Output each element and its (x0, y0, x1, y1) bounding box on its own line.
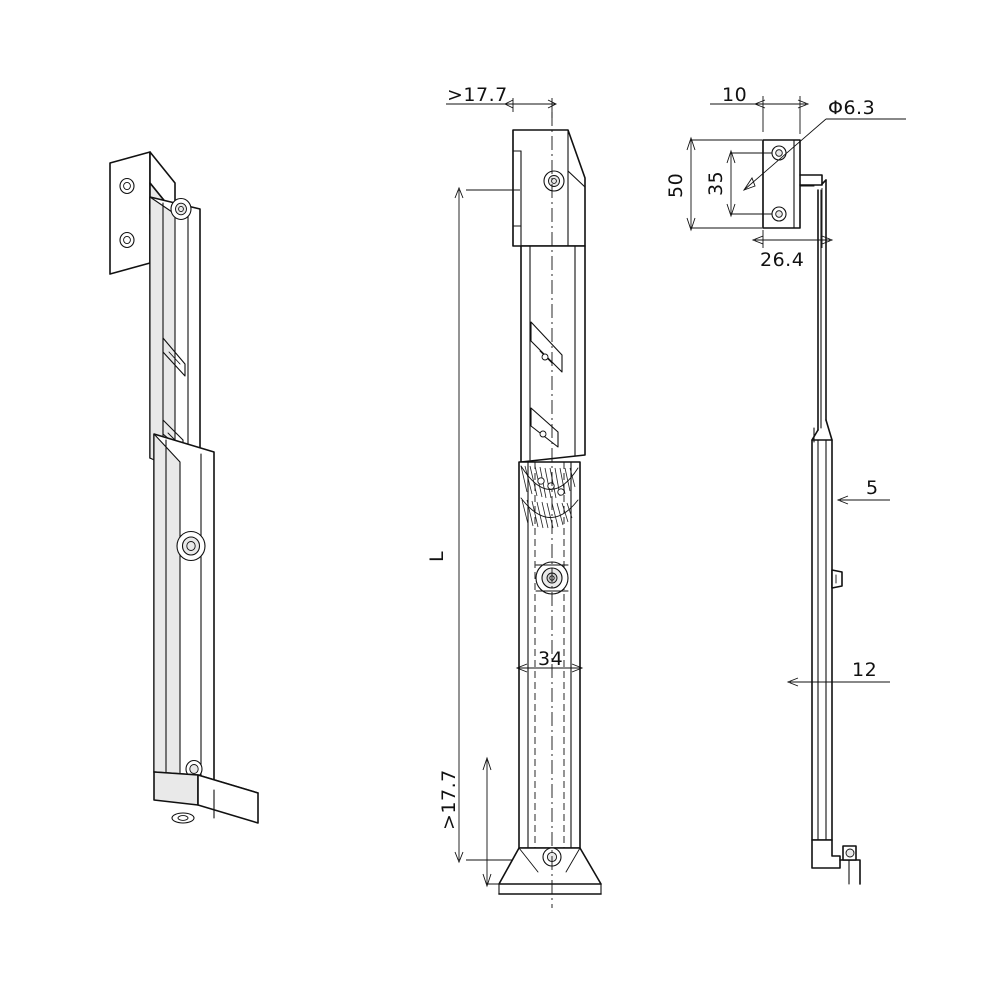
dim-front-top-width: >17.7 (447, 84, 508, 106)
dim-side-thickness: 5 (866, 477, 879, 499)
dim-side-plate-depth: 10 (722, 84, 747, 106)
dim-plate-width: 34 (538, 648, 563, 670)
dim-front-bottom-width: >17.7 (438, 769, 460, 830)
dim-hole-diameter: Φ6.3 (828, 97, 875, 119)
dim-side-foot-width: 26.4 (760, 249, 804, 271)
side-view: 10 Φ6.3 50 35 26.4 (665, 84, 906, 885)
front-view: >17.7 L >17.7 34 (426, 84, 602, 908)
isometric-view (109, 151, 259, 824)
dim-side-offset: 12 (852, 659, 877, 681)
dim-side-hole-spacing: 35 (705, 171, 727, 196)
dim-side-plate-height: 50 (665, 173, 687, 198)
dim-overall-length: L (426, 551, 448, 562)
